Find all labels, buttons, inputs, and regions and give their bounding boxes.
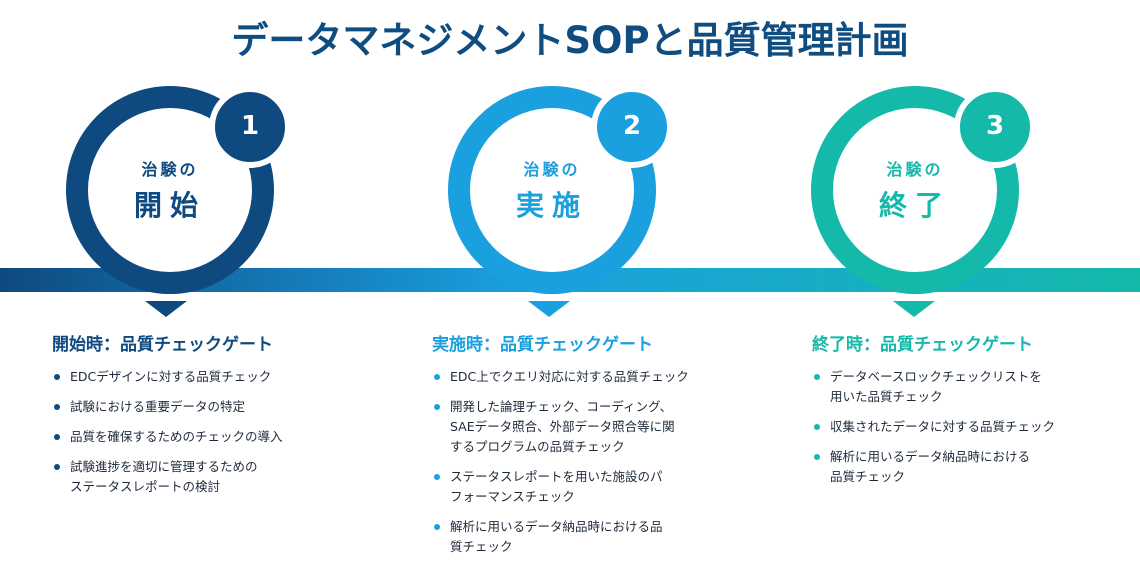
bullet-dot-icon — [814, 374, 820, 380]
gate-section-2: 実施時：品質チェックゲート EDC上でクエリ対応に対する品質チェック開発した論理… — [432, 330, 762, 567]
step-badge-3 — [954, 86, 1036, 168]
bullet-dot-icon — [54, 404, 60, 410]
step-pointer-2 — [528, 301, 570, 317]
step-badge-1 — [209, 86, 291, 168]
gate-checklist: データベースロックチェックリストを用いた品質チェック収集されたデータに対する品質… — [812, 367, 1140, 487]
checklist-item-text: 試験における重要データの特定 — [70, 399, 246, 414]
checklist-item: EDCデザインに対する品質チェック — [52, 367, 382, 387]
checklist-item-text: ステータスレポートを用いた施設のパフォーマンスチェック — [450, 469, 663, 504]
gate-title: 実施時：品質チェックゲート — [432, 335, 653, 355]
step-pointer-1 — [145, 301, 187, 317]
step-label-1: 治験の 開始 — [100, 156, 240, 224]
step-pointer-3 — [893, 301, 935, 317]
bullet-dot-icon — [54, 374, 60, 380]
step-label-big: 開始 — [133, 189, 206, 222]
gate-section-3: 終了時：品質チェックゲート データベースロックチェックリストを用いた品質チェック… — [812, 330, 1140, 497]
checklist-item: 収集されたデータに対する品質チェック — [812, 417, 1140, 437]
step-label-big: 実施 — [515, 189, 588, 222]
checklist-item-text: 解析に用いるデータ納品時における品質チェック — [450, 519, 663, 554]
bullet-dot-icon — [434, 474, 440, 480]
bullet-dot-icon — [434, 524, 440, 530]
checklist-item: 試験における重要データの特定 — [52, 397, 382, 417]
checklist-item: 開発した論理チェック、コーディング、SAEデータ照合、外部データ照合等に関するプ… — [432, 397, 762, 457]
step-label-small: 治験の — [886, 160, 944, 179]
step-number-3: 3 — [985, 111, 1005, 141]
checklist-item-text: 品質を確保するためのチェックの導入 — [70, 429, 283, 444]
checklist-item-text: データベースロックチェックリストを用いた品質チェック — [830, 369, 1042, 404]
step-label-small: 治験の — [141, 160, 199, 179]
step-label-big: 終了 — [878, 189, 951, 222]
bullet-dot-icon — [434, 374, 440, 380]
bullet-dot-icon — [54, 434, 60, 440]
checklist-item-text: 開発した論理チェック、コーディング、SAEデータ照合、外部データ照合等に関するプ… — [450, 399, 675, 454]
checklist-item: 試験進捗を適切に管理するためのステータスレポートの検討 — [52, 457, 382, 497]
checklist-item: EDC上でクエリ対応に対する品質チェック — [432, 367, 762, 387]
checklist-item: ステータスレポートを用いた施設のパフォーマンスチェック — [432, 467, 762, 507]
checklist-item: データベースロックチェックリストを用いた品質チェック — [812, 367, 1140, 407]
checklist-item-text: 解析に用いるデータ納品時における品質チェック — [830, 449, 1031, 484]
step-badge-2 — [591, 86, 673, 168]
step-number-1: 1 — [240, 111, 260, 141]
step-label-3: 治験の 終了 — [845, 156, 985, 224]
gate-title: 終了時：品質チェックゲート — [812, 335, 1033, 355]
gate-checklist: EDC上でクエリ対応に対する品質チェック開発した論理チェック、コーディング、SA… — [432, 367, 762, 557]
gate-checklist: EDCデザインに対する品質チェック試験における重要データの特定品質を確保するため… — [52, 367, 382, 497]
checklist-item-text: EDC上でクエリ対応に対する品質チェック — [450, 369, 689, 384]
page-title: データマネジメントSOPと品質管理計画 — [231, 19, 909, 62]
gate-title: 開始時：品質チェックゲート — [52, 335, 273, 355]
gate-section-1: 開始時：品質チェックゲート EDCデザインに対する品質チェック試験における重要デ… — [52, 330, 382, 507]
checklist-item-text: EDCデザインに対する品質チェック — [70, 369, 272, 384]
checklist-item: 解析に用いるデータ納品時における品質チェック — [812, 447, 1140, 487]
checklist-item: 解析に用いるデータ納品時における品質チェック — [432, 517, 762, 557]
bullet-dot-icon — [814, 454, 820, 460]
checklist-item: 品質を確保するためのチェックの導入 — [52, 427, 382, 447]
step-label-small: 治験の — [523, 160, 581, 179]
checklist-item-text: 収集されたデータに対する品質チェック — [830, 419, 1056, 434]
step-label-2: 治験の 実施 — [482, 156, 622, 224]
bullet-dot-icon — [434, 404, 440, 410]
bullet-dot-icon — [54, 464, 60, 470]
bullet-dot-icon — [814, 424, 820, 430]
step-number-2: 2 — [622, 111, 642, 141]
checklist-item-text: 試験進捗を適切に管理するためのステータスレポートの検討 — [70, 459, 258, 494]
